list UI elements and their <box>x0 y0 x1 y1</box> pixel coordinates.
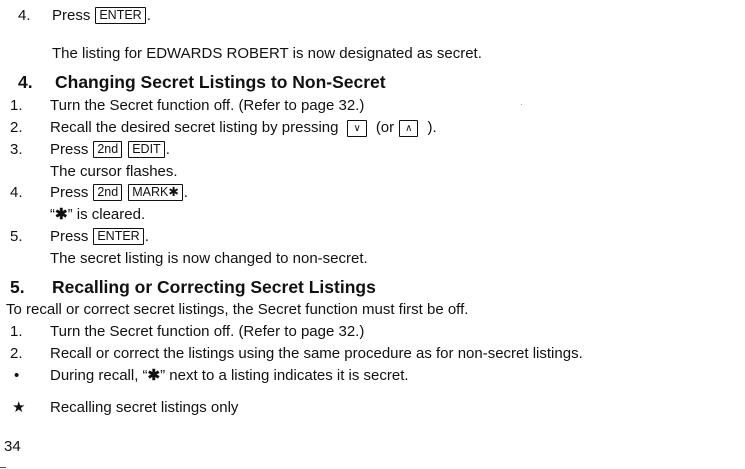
section-number: 5. <box>10 277 25 297</box>
period: . <box>146 7 151 24</box>
bullet-text-post: ” next to a listing indicates it is secr… <box>160 367 409 384</box>
note-text: The listing for EDWARDS ROBERT is now de… <box>52 45 482 62</box>
item-text: Recall or correct the listings using the… <box>50 345 583 362</box>
item-number: 1. <box>10 323 23 340</box>
item-text: Turn the Secret function off. (Refer to … <box>50 323 365 340</box>
section-title: Recalling or Correcting Secret Listings <box>52 277 376 297</box>
mark-key: MARK✱ <box>128 184 183 201</box>
press-label: Press <box>50 184 89 201</box>
note-text: The secret listing is now changed to non… <box>50 250 368 267</box>
period: . <box>144 228 149 245</box>
press-label: Press <box>52 7 91 24</box>
intro-text: To recall or correct secret listings, th… <box>6 301 469 318</box>
up-arrow-key: ∧ <box>399 120 419 137</box>
scan-speck <box>521 104 522 105</box>
item-number: 5. <box>10 228 23 245</box>
item-number: 2. <box>10 119 23 136</box>
or-text: (or <box>375 119 395 136</box>
note-text: The cursor flashes. <box>50 163 178 180</box>
item-number: 1. <box>10 97 23 114</box>
enter-key: ENTER <box>93 228 144 245</box>
star-icon: ★ <box>12 399 26 416</box>
section-title: Changing Secret Listings to Non-Secret <box>55 72 386 92</box>
footnote-text: Recalling secret listings only <box>50 399 239 416</box>
bullet-text-pre: During recall, “ <box>50 367 148 384</box>
period: . <box>165 141 170 158</box>
bullet-icon: • <box>14 367 20 384</box>
2nd-key: 2nd <box>93 141 123 158</box>
item-number: 3. <box>10 141 23 158</box>
item-number: 2. <box>10 345 23 362</box>
bottom-rule <box>0 467 6 468</box>
item-text: Turn the Secret function off. (Refer to … <box>50 97 365 114</box>
closing-text: ). <box>427 119 437 136</box>
press-label: Press <box>50 141 89 158</box>
press-label: Press <box>50 228 89 245</box>
page-number: 34 <box>4 438 21 455</box>
period: . <box>183 184 188 201</box>
asterisk-icon: ✱ <box>147 367 161 384</box>
enter-key: ENTER <box>95 7 146 24</box>
note-text: ” is cleared. <box>67 206 146 223</box>
asterisk-icon: ✱ <box>55 206 68 223</box>
open-quote: “ <box>50 206 55 223</box>
item-text: Recall the desired secret listing by pre… <box>50 119 339 136</box>
down-arrow-key: ∨ <box>347 120 367 137</box>
step-number: 4. <box>18 7 31 24</box>
item-number: 4. <box>10 184 23 201</box>
section-number: 4. <box>18 72 33 92</box>
edit-key: EDIT <box>128 141 165 158</box>
2nd-key: 2nd <box>93 184 123 201</box>
